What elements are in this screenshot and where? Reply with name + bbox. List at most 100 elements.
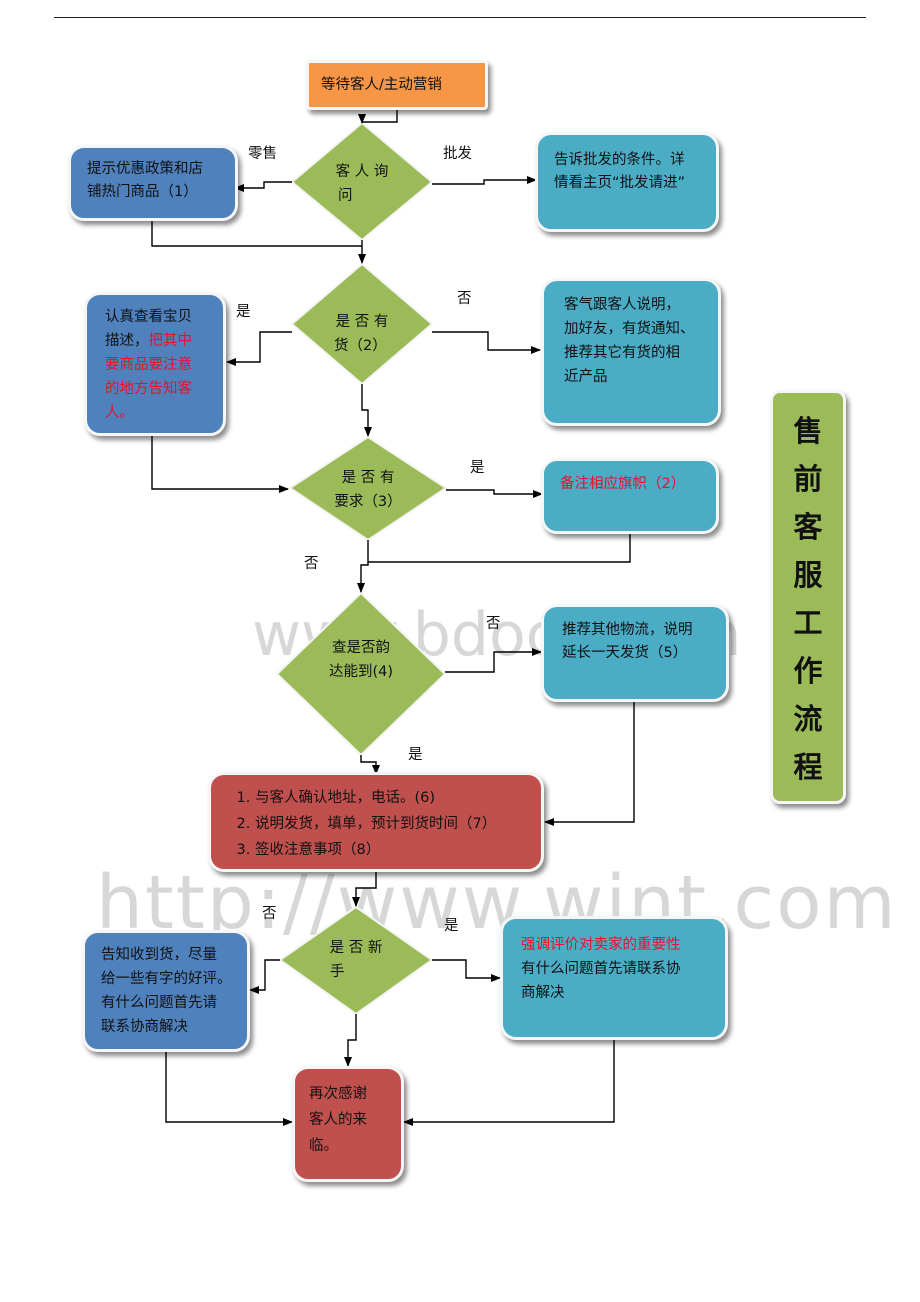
old-customer-box: 告知收到货，尽量 给一些有字的好评。 有什么问题首先请 联系协商解决 bbox=[82, 930, 250, 1052]
title-char-5: 工 bbox=[793, 606, 823, 640]
label-wholesale: 批发 bbox=[443, 146, 472, 162]
edge-check-req bbox=[151, 436, 289, 493]
edge-new-no bbox=[249, 959, 280, 994]
step-item: 签收注意事项（8） bbox=[255, 837, 541, 863]
check-line-2-red: 把其中 bbox=[148, 333, 193, 349]
new-line-2: 手 bbox=[330, 964, 345, 980]
old-line-2: 给一些有字的好评。 bbox=[101, 971, 232, 987]
new-box-line-1: 有什么问题首先请联系协 bbox=[521, 961, 681, 977]
start-node: 等待客人/主动营销 bbox=[306, 60, 488, 110]
label-req-no: 否 bbox=[304, 556, 319, 572]
title-char-4: 服 bbox=[793, 558, 823, 592]
edge-newbox-thanks bbox=[403, 1040, 615, 1126]
edge-req-yes bbox=[446, 489, 543, 498]
label-req-yes: 是 bbox=[470, 460, 485, 476]
title-char-8: 程 bbox=[793, 750, 823, 784]
title-char-2: 前 bbox=[793, 462, 823, 496]
other-logistics-box: 推荐其他物流，说明 延长一天发货（5） bbox=[541, 604, 729, 702]
stock-diamond-text: 是 否 有 货（2） bbox=[312, 310, 412, 358]
start-label: 等待客人/主动营销 bbox=[321, 77, 442, 93]
edge-stock-no bbox=[432, 331, 541, 354]
stock-line-1: 是 否 有 bbox=[335, 314, 389, 330]
new-box-line-2: 商解决 bbox=[521, 985, 565, 1001]
logistics-line-1: 推荐其他物流，说明 bbox=[562, 622, 693, 638]
logistics-line-2: 延长一天发货（5） bbox=[562, 645, 688, 661]
edge-retail-join bbox=[151, 220, 362, 247]
edge-wholesale bbox=[432, 176, 537, 185]
no-stock-line-2: 加好友，有货通知、 bbox=[564, 321, 695, 337]
check-line-2: 描述，把其中 bbox=[105, 329, 223, 353]
title-char-1: 售 bbox=[793, 414, 823, 448]
check-line-1: 认真查看宝贝 bbox=[105, 309, 192, 325]
req-line-1: 是 否 有 bbox=[341, 470, 395, 486]
new-box-red-line: 强调评价对卖家的重要性 bbox=[521, 937, 681, 953]
inquiry-line-1: 客 人 询 bbox=[335, 164, 389, 180]
yunda-line-1: 查是否韵 bbox=[332, 640, 390, 656]
retail-line-2: 铺热门商品（1） bbox=[87, 184, 198, 200]
edge-old-thanks bbox=[165, 1052, 293, 1126]
edge-yunda-no bbox=[445, 648, 542, 673]
title-char-3: 客 bbox=[793, 510, 823, 544]
edge-start-inquiry bbox=[358, 110, 398, 124]
label-new-no: 否 bbox=[262, 906, 277, 922]
thanks-line-2: 客人的来 bbox=[309, 1112, 367, 1128]
header-rule bbox=[54, 17, 866, 18]
thanks-line-1: 再次感谢 bbox=[309, 1086, 367, 1102]
label-yunda-yes: 是 bbox=[408, 747, 423, 763]
title-char-7: 流 bbox=[793, 702, 823, 736]
wholesale-line-2: 情看主页“批发请进” bbox=[554, 175, 686, 191]
label-new-yes: 是 bbox=[444, 918, 459, 934]
step-item: 说明发货，填单，预计到货时间（7） bbox=[255, 811, 541, 837]
note-flag-box: 备注相应旗帜（2） bbox=[541, 458, 719, 534]
no-stock-line-1: 客气跟客人说明， bbox=[564, 297, 680, 313]
new-customer-diamond-text: 是 否 新 手 bbox=[306, 936, 406, 984]
new-line-1: 是 否 新 bbox=[329, 940, 383, 956]
check-red-line-1: 要商品要注意 bbox=[105, 357, 192, 373]
wholesale-box: 告诉批发的条件。详 情看主页“批发请进” bbox=[535, 132, 719, 232]
inquiry-diamond-text: 客 人 询 问 bbox=[312, 160, 412, 208]
shipping-steps-box: 与客人确认地址，电话。(6) 说明发货，填单，预计到货时间（7） 签收注意事项（… bbox=[208, 772, 544, 872]
retail-promo-box: 提示优惠政策和店 铺热门商品（1） bbox=[68, 145, 238, 221]
edge-new-yes bbox=[432, 959, 501, 982]
inquiry-line-2: 问 bbox=[338, 188, 353, 204]
title-char-6: 作 bbox=[793, 654, 823, 688]
stock-line-2: 货（2） bbox=[334, 338, 387, 354]
steps-list: 与客人确认地址，电话。(6) 说明发货，填单，预计到货时间（7） 签收注意事项（… bbox=[211, 785, 541, 863]
check-description-box: 认真查看宝贝 描述，把其中 要商品要注意 的地方告知客 人。 bbox=[84, 292, 226, 436]
edge-req-no bbox=[357, 540, 369, 593]
old-line-4: 联系协商解决 bbox=[101, 1019, 188, 1035]
edge-logistics-steps bbox=[544, 702, 635, 826]
new-customer-box: 强调评价对卖家的重要性 有什么问题首先请联系协 商解决 bbox=[500, 916, 728, 1040]
check-red-line-2: 的地方告知客 bbox=[105, 381, 192, 397]
label-stock-no: 否 bbox=[457, 291, 472, 307]
wholesale-line-1: 告诉批发的条件。详 bbox=[554, 152, 685, 168]
edge-stock-req bbox=[361, 384, 372, 437]
edge-new-thanks bbox=[344, 1014, 357, 1067]
old-line-3: 有什么问题首先请 bbox=[101, 995, 217, 1011]
req-line-2: 要求（3） bbox=[334, 494, 402, 510]
flow-title-vertical: 售 前 客 服 工 作 流 程 bbox=[770, 390, 846, 804]
edge-retail bbox=[234, 181, 292, 192]
edge-steps-new bbox=[352, 872, 377, 907]
edge-yunda-yes bbox=[360, 755, 380, 775]
thanks-line-3: 临。 bbox=[309, 1138, 338, 1154]
no-stock-line-3: 推荐其它有货的相 bbox=[564, 345, 680, 361]
retail-line-1: 提示优惠政策和店 bbox=[87, 161, 203, 177]
note-flag-label: 备注相应旗帜（2） bbox=[560, 476, 686, 492]
requirement-diamond-text: 是 否 有 要求（3） bbox=[318, 466, 418, 514]
label-retail: 零售 bbox=[248, 146, 277, 162]
step-item: 与客人确认地址，电话。(6) bbox=[255, 785, 541, 811]
yunda-diamond-text: 查是否韵 达能到(4) bbox=[311, 636, 411, 684]
edge-stock-yes bbox=[226, 331, 292, 366]
label-yunda-no: 否 bbox=[486, 616, 501, 632]
check-line-2-plain: 描述， bbox=[105, 333, 149, 349]
edge-note-join bbox=[368, 534, 631, 563]
label-stock-yes: 是 bbox=[236, 304, 251, 320]
yunda-line-2: 达能到(4) bbox=[328, 664, 394, 680]
check-red-line-3: 人。 bbox=[105, 405, 134, 421]
connector-lines bbox=[151, 110, 635, 1126]
thanks-box: 再次感谢 客人的来 临。 bbox=[292, 1066, 404, 1182]
old-line-1: 告知收到货，尽量 bbox=[101, 947, 217, 963]
no-stock-line-4: 近产品 bbox=[564, 369, 608, 385]
